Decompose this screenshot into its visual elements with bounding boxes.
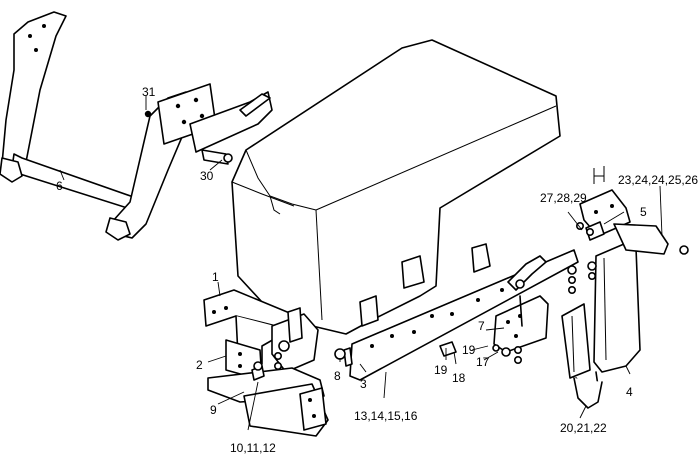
callout-9: 9 [210,403,217,417]
callout-4: 4 [626,385,633,399]
callout-8: 8 [334,369,341,383]
callout-30: 30 [200,169,214,183]
callout-31: 31 [142,85,156,99]
callout-19-left: 19 [434,363,448,377]
upper-right-bracket [575,166,689,255]
callout-6: 6 [56,179,63,193]
left-hanger-brackets [203,289,329,437]
callout-10-11-12: 10,11,12 [230,441,276,455]
right-support [439,243,641,409]
callout-5: 5 [640,205,647,219]
lift-arm-assembly [0,11,195,241]
mounting-plate [144,83,273,165]
callout-3: 3 [360,377,367,391]
callout-1: 1 [212,270,219,284]
callout-18: 18 [452,371,466,385]
callout-labels: 31 30 6 1 2 9 10,11,12 8 3 13,14,15,16 1… [56,85,698,455]
leader-lines [59,96,663,431]
callout-19-right: 19 [462,343,476,357]
callout-17: 17 [476,355,490,369]
callout-7: 7 [478,319,485,333]
callout-2: 2 [196,358,203,372]
callout-27-28-29: 27,28,29 [540,191,587,205]
callout-13-14-15-16: 13,14,15,16 [354,409,418,423]
callout-23-24-24-25-26: 23,24,24,25,26 [618,173,698,187]
callout-20-21-22: 20,21,22 [560,421,607,435]
